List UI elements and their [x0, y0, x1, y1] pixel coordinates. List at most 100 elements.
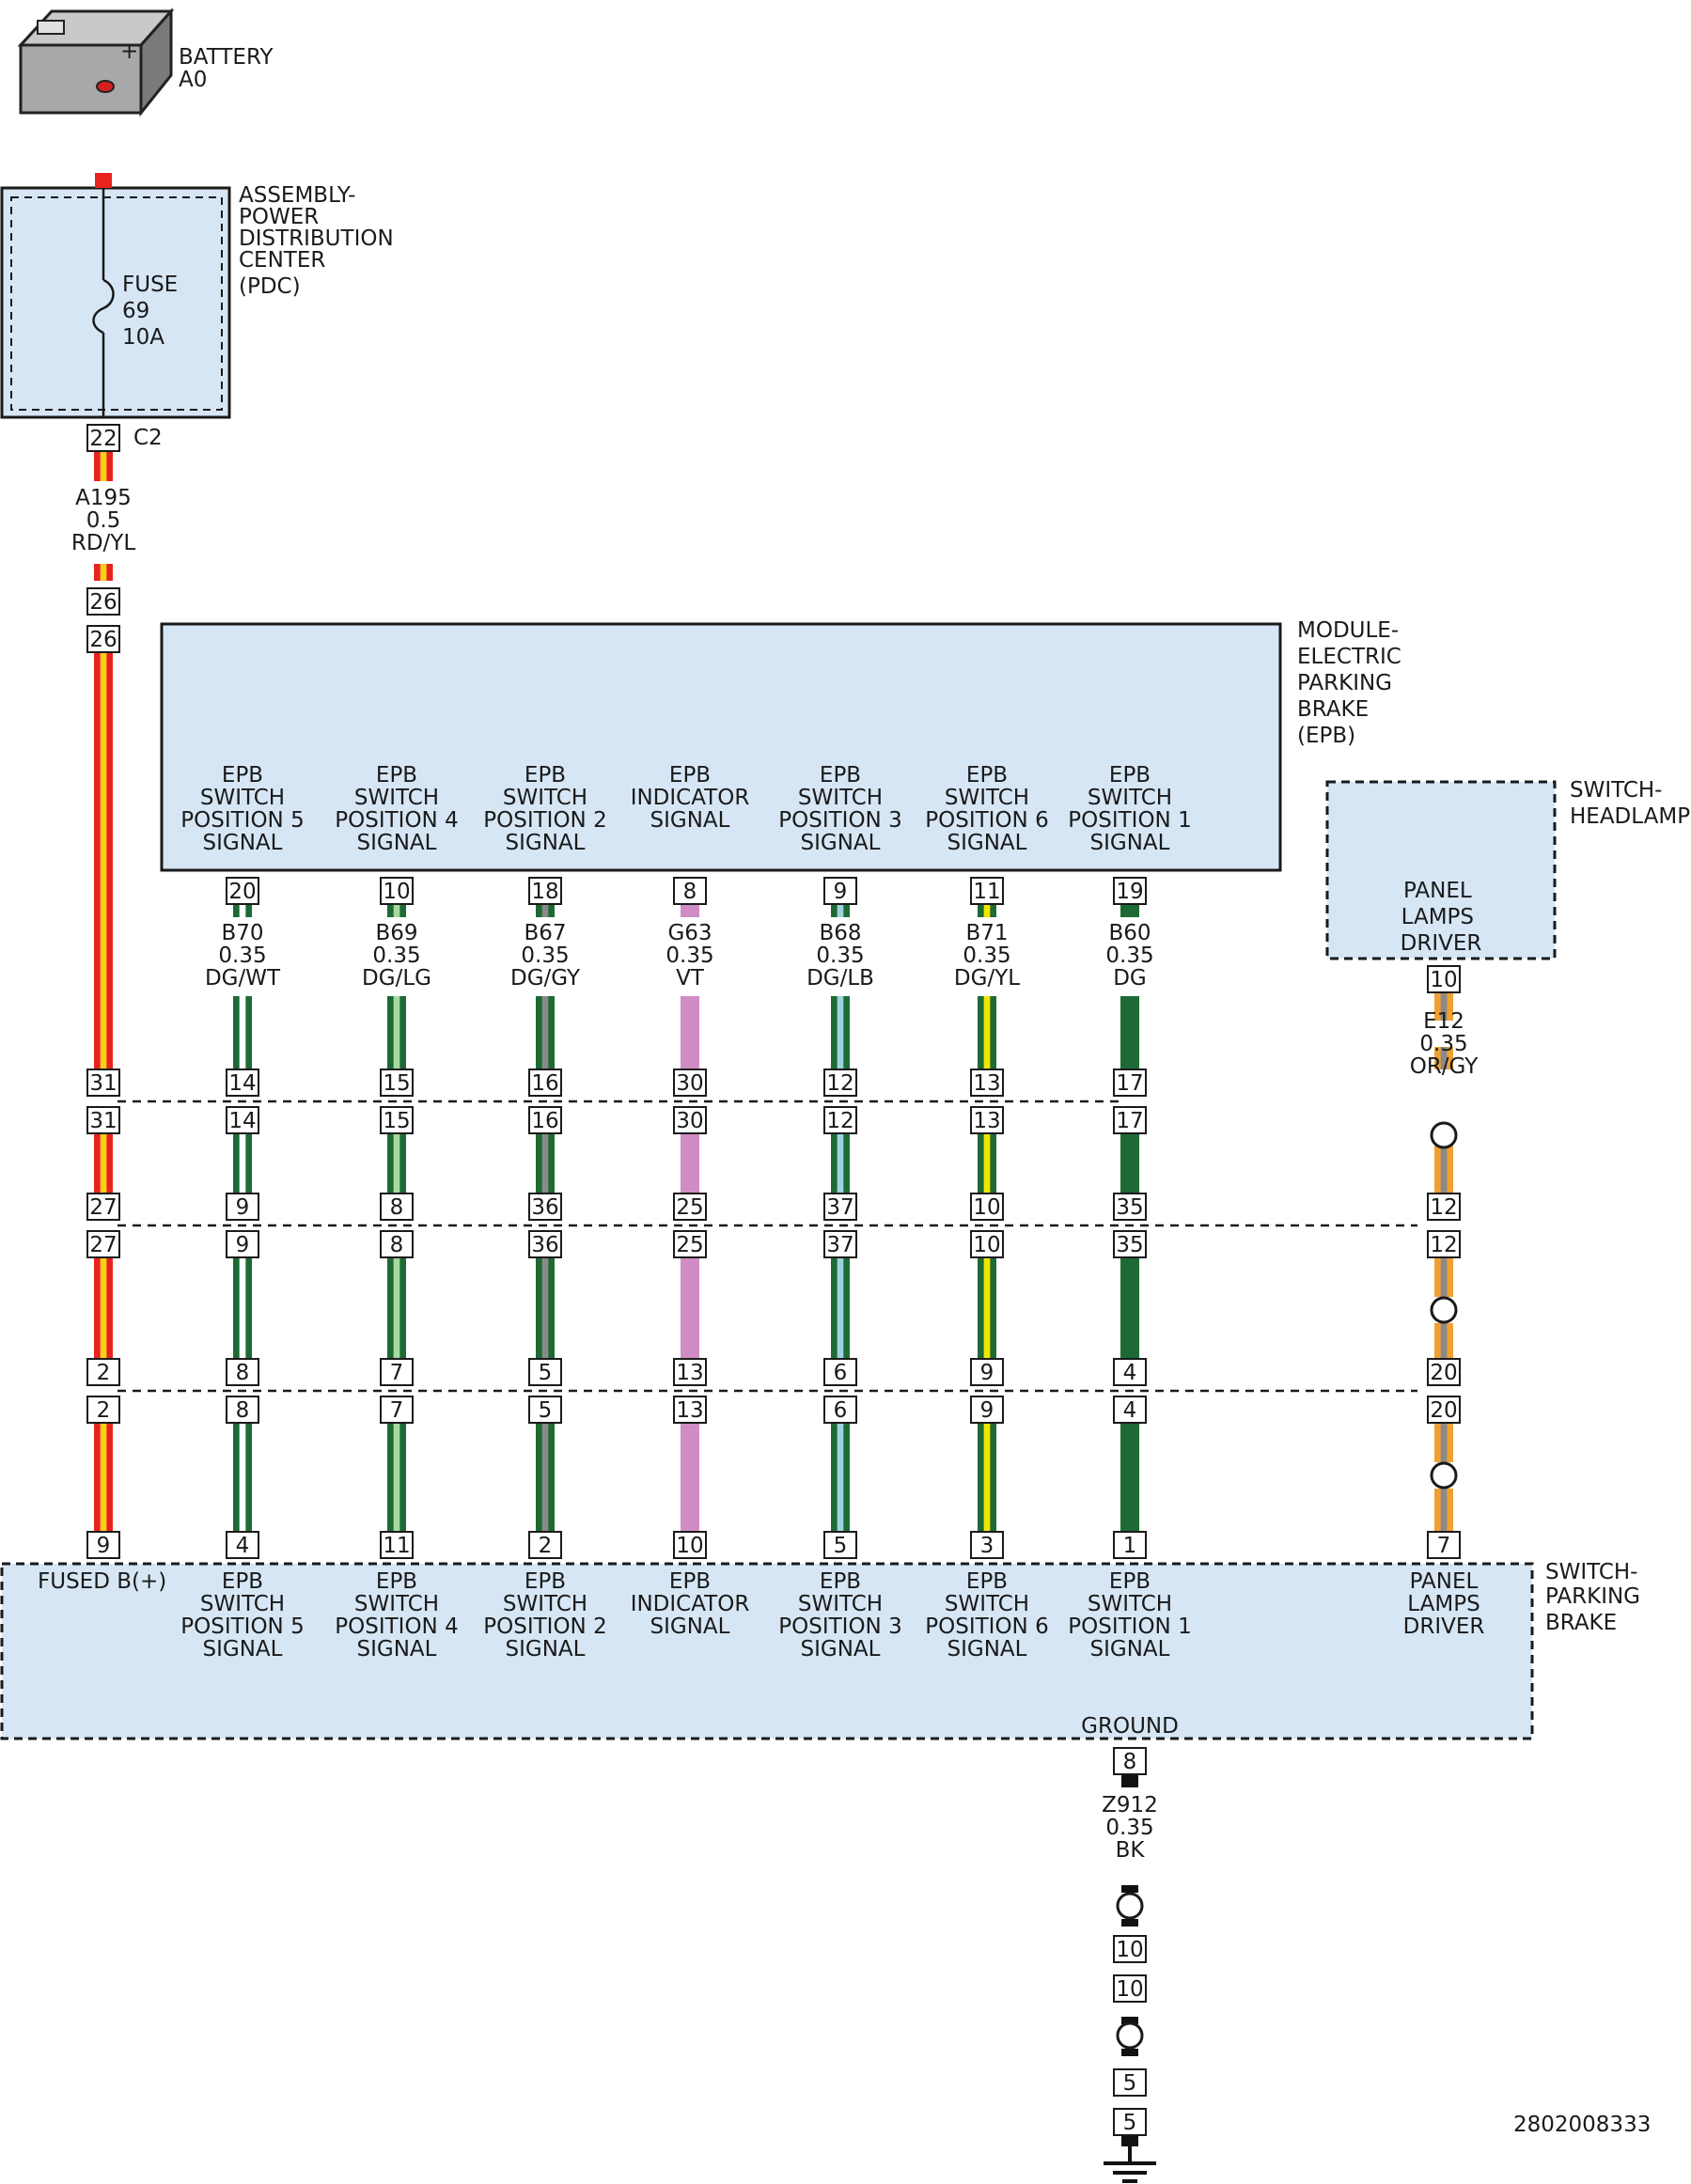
svg-text:7: 7 — [390, 1361, 404, 1385]
svg-text:5: 5 — [1123, 2071, 1137, 2096]
signal-wire-inline-pin: 9 — [970, 1358, 1004, 1386]
power-wire-seg-stripe — [100, 564, 107, 581]
svg-text:9: 9 — [980, 1361, 994, 1385]
svg-text:13: 13 — [676, 1398, 703, 1423]
svg-text:17: 17 — [1116, 1071, 1143, 1096]
panel-wire-seg-stripe — [1440, 1047, 1448, 1069]
signal-wire-inline-pin: 12 — [823, 1069, 857, 1097]
svg-text:3: 3 — [980, 1534, 994, 1558]
signal-wire-seg-stripe — [393, 1423, 400, 1532]
signal-wire-seg-stripe — [393, 996, 400, 1069]
svg-text:4: 4 — [1123, 1361, 1137, 1385]
svg-text:8: 8 — [236, 1361, 250, 1385]
svg-text:26: 26 — [89, 628, 117, 652]
svg-text:16: 16 — [531, 1071, 558, 1096]
signal-wire-seg-stripe — [837, 996, 844, 1069]
svg-text:31: 31 — [89, 1071, 117, 1096]
svg-text:16: 16 — [531, 1109, 558, 1133]
epb-module-pin: 9 — [823, 877, 857, 905]
ground-wire-seg — [1121, 2049, 1138, 2056]
svg-text:10: 10 — [1430, 968, 1457, 992]
signal-wire-inline-pin: 4 — [1113, 1396, 1147, 1424]
svg-text:36: 36 — [531, 1195, 558, 1220]
parking-brake-switch-box — [0, 1562, 1534, 1740]
signal-wire-inline-pin: 7 — [380, 1396, 414, 1424]
panel-wire-seg-stripe — [1440, 1257, 1448, 1297]
svg-text:10: 10 — [1116, 1977, 1143, 2002]
signal-wire-seg-stripe — [393, 1133, 400, 1193]
signal-wire-inline-pin: 15 — [380, 1106, 414, 1134]
signal-wire-inline-pin: 9 — [970, 1396, 1004, 1424]
signal-wire-inline-pin: 30 — [673, 1106, 707, 1134]
power-wire-seg-stripe — [100, 650, 107, 1069]
ground-icon — [1104, 2145, 1156, 2183]
signal-wire-seg — [681, 1423, 699, 1532]
svg-text:13: 13 — [676, 1361, 703, 1385]
signal-wire-inline-pin: 13 — [673, 1358, 707, 1386]
svg-text:22: 22 — [89, 427, 117, 451]
svg-text:2: 2 — [539, 1534, 553, 1558]
power-wire-pin: 2 — [86, 1396, 120, 1424]
ground-wire-seg — [1121, 1919, 1138, 1927]
svg-text:20: 20 — [228, 880, 256, 904]
signal-wire-seg-stripe — [541, 1423, 549, 1532]
panel-wire-inline-pin: 12 — [1427, 1230, 1461, 1258]
signal-wire-inline-pin: 13 — [970, 1069, 1004, 1097]
signal-wire-seg-stripe — [983, 996, 991, 1069]
panel-wire-seg-stripe — [1440, 1323, 1448, 1359]
power-wire-pin: 27 — [86, 1193, 120, 1221]
svg-text:8: 8 — [1123, 1750, 1137, 1774]
signal-wire-seg-stripe — [837, 904, 844, 917]
svg-text:10: 10 — [676, 1534, 703, 1558]
panel-wire-splice — [1430, 1296, 1458, 1324]
epb-module-label: MODULE- ELECTRIC PARKING BRAKE (EPB) — [1297, 618, 1408, 748]
svg-text:10: 10 — [1116, 1938, 1143, 1962]
wires-group — [94, 430, 1458, 2146]
signal-wire-inline-pin: 9 — [226, 1193, 259, 1221]
signal-wire-inline-pin: 37 — [823, 1193, 857, 1221]
epb-module-pin: 18 — [528, 877, 562, 905]
signal-wire-seg-stripe — [983, 1133, 991, 1193]
panel-wire-seg-stripe — [1440, 992, 1448, 1021]
svg-text:25: 25 — [676, 1233, 703, 1257]
svg-text:9: 9 — [980, 1398, 994, 1423]
fuse-label: FUSE 69 10A — [122, 273, 185, 350]
svg-text:14: 14 — [228, 1109, 256, 1133]
epb-module-box — [160, 622, 1282, 872]
signal-wire-inline-pin: 30 — [673, 1069, 707, 1097]
svg-text:19: 19 — [1116, 880, 1143, 904]
signal-wire-inline-pin: 8 — [226, 1396, 259, 1424]
signal-wire-inline-pin: 4 — [1113, 1358, 1147, 1386]
svg-text:8: 8 — [390, 1195, 404, 1220]
parking-switch-pin: 11 — [380, 1531, 414, 1559]
ground-wire-splice — [1116, 1892, 1144, 1920]
svg-text:11: 11 — [973, 880, 1000, 904]
svg-text:11: 11 — [383, 1534, 410, 1558]
signal-wire-inline-pin: 35 — [1113, 1193, 1147, 1221]
signal-wire-seg-stripe — [239, 1423, 246, 1532]
signal-wire-inline-pin: 36 — [528, 1230, 562, 1258]
svg-text:2: 2 — [97, 1361, 111, 1385]
panel-wire-seg-stripe — [1440, 1423, 1448, 1462]
signal-wire-seg-stripe — [541, 904, 549, 917]
signal-wire-seg-stripe — [239, 1257, 246, 1359]
power-wire-pin: 2 — [86, 1358, 120, 1386]
svg-text:14: 14 — [228, 1071, 256, 1096]
signal-wire-inline-pin: 8 — [380, 1230, 414, 1258]
ground-wire-splice — [1116, 2021, 1144, 2050]
svg-text:17: 17 — [1116, 1109, 1143, 1133]
svg-text:12: 12 — [826, 1071, 853, 1096]
signal-wire-seg — [1120, 1133, 1139, 1193]
ground-wire-seg — [1121, 1885, 1138, 1893]
svg-text:8: 8 — [390, 1233, 404, 1257]
signal-wire-inline-pin: 9 — [226, 1230, 259, 1258]
svg-text:12: 12 — [826, 1109, 853, 1133]
